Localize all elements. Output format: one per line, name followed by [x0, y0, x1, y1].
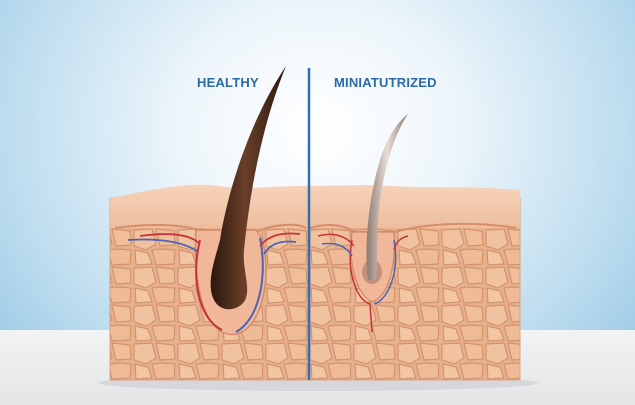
epidermis-layer	[110, 184, 520, 228]
healthy-hair-icon	[210, 66, 286, 310]
miniaturized-label: MINIATUTRIZED	[334, 75, 437, 90]
miniaturized-follicle-icon	[317, 114, 409, 333]
healthy-follicle-icon	[127, 66, 301, 335]
epidermis-edge-right	[309, 222, 517, 233]
healthy-label: HEALTHY	[197, 75, 259, 90]
miniaturized-hair-icon	[366, 114, 408, 280]
